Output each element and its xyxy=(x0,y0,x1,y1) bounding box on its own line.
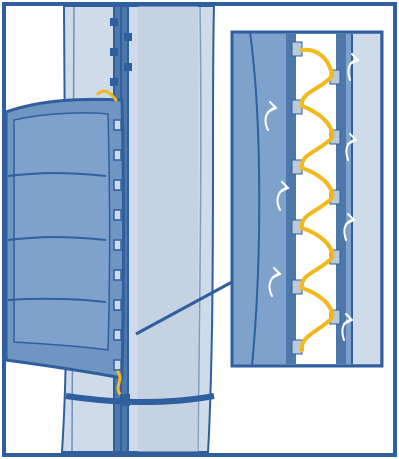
cover-pillow xyxy=(6,99,124,378)
zipper-teeth-cover-edge xyxy=(114,120,121,370)
inset-view xyxy=(232,32,382,366)
